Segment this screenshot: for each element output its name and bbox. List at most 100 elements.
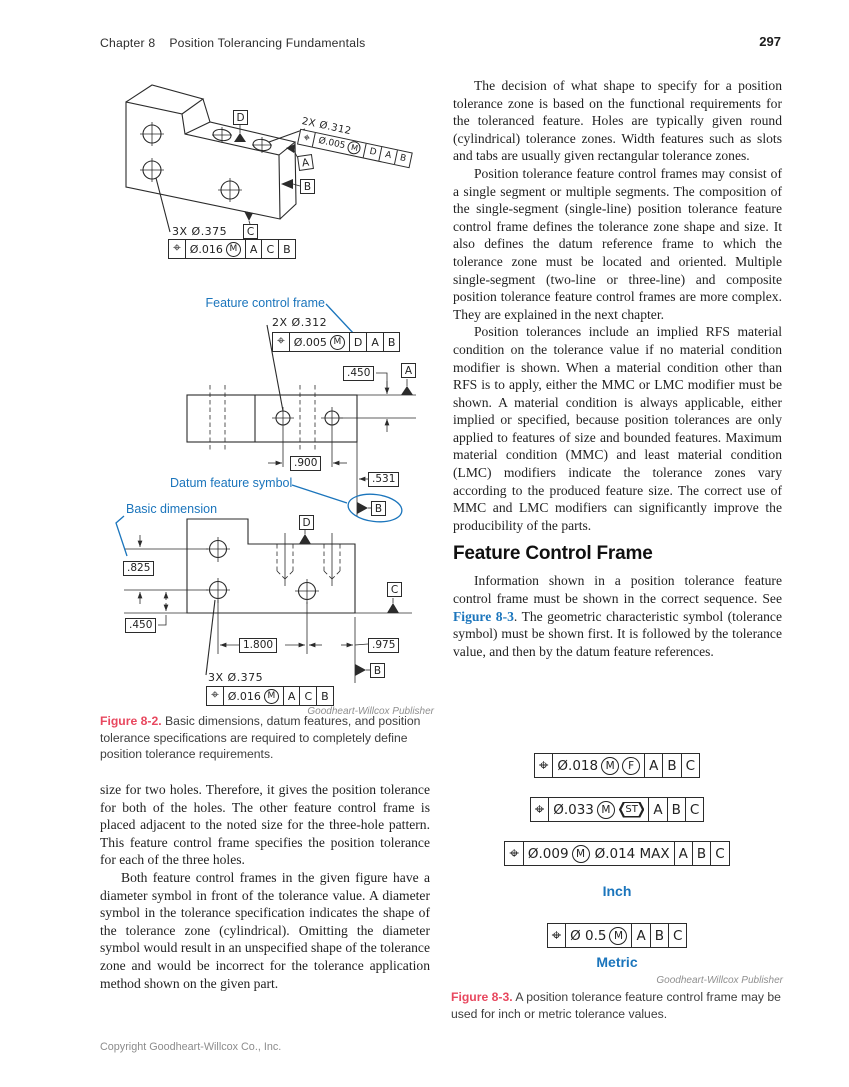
- inch-label: Inch: [602, 883, 632, 899]
- position-symbol: ⌖: [277, 333, 285, 350]
- datum-ref-1: A: [282, 687, 300, 705]
- figure-8-3-reference: Figure 8-3: [453, 608, 514, 624]
- dim-1800: 1.800: [239, 638, 278, 653]
- figure-8-2-caption: Figure 8-2. Basic dimensions, datum feat…: [100, 713, 432, 763]
- mmc-modifier-icon: M: [329, 334, 345, 350]
- statistical-tolerance-text: ST: [621, 803, 642, 816]
- dim-450-top: .450: [343, 366, 375, 381]
- free-state-modifier-icon: F: [622, 756, 641, 775]
- datum-ref-3: C: [667, 924, 686, 947]
- left-column-text: size for two holes. Therefore, it gives …: [100, 781, 430, 992]
- datum-ref-2: C: [299, 687, 316, 705]
- datum-ref-2: B: [649, 924, 668, 947]
- tolerance-value: Ø.016: [189, 242, 223, 256]
- publisher-credit-2: Goodheart-Willcox Publisher: [656, 975, 783, 986]
- datum-flag-b: B: [370, 663, 385, 678]
- mmc-modifier-icon: M: [225, 241, 241, 257]
- label-datum-feature-symbol: Datum feature symbol: [170, 476, 293, 490]
- mmc-modifier-icon: M: [571, 844, 590, 863]
- publisher-credit: Goodheart-Willcox Publisher: [307, 706, 434, 717]
- label-feature-control-frame: Feature control frame: [205, 296, 326, 310]
- datum-ref-2: C: [261, 240, 278, 258]
- datum-ref-1: A: [244, 240, 262, 258]
- dim-450-bottom: .450: [125, 618, 157, 633]
- datum-ref-2: B: [662, 754, 680, 777]
- position-symbol: ⌖: [173, 240, 181, 257]
- tolerance-value: Ø.016: [227, 689, 261, 703]
- datum-ref-1: A: [644, 754, 662, 777]
- para4-pre: Information shown in a position toleranc…: [453, 573, 782, 607]
- datum-ref-2: B: [691, 842, 710, 865]
- dim-531: .531: [368, 472, 400, 487]
- figure-8-2-label: Figure 8-2.: [100, 714, 162, 728]
- section-heading: Feature Control Frame: [453, 543, 653, 565]
- datum-flag-c-iso: C: [243, 224, 258, 239]
- datum-ref-2: A: [366, 333, 383, 351]
- dim-900: .900: [290, 456, 322, 471]
- figure-8-2-caption-text: Basic dimensions, datum features, and po…: [100, 714, 421, 762]
- mmc-modifier-icon: M: [263, 688, 279, 704]
- dim-975: .975: [368, 638, 400, 653]
- figure-8-3-label: Figure 8-3.: [451, 990, 513, 1004]
- right-paragraph-4: Information shown in a position toleranc…: [453, 572, 782, 660]
- tolerance-value: Ø.005: [293, 335, 327, 349]
- tolerance-value: Ø.033: [553, 801, 594, 818]
- datum-flag-b-iso: B: [300, 179, 315, 194]
- page-number: 297: [759, 34, 781, 49]
- front-view: [115, 484, 412, 683]
- datum-ref-3: C: [710, 842, 728, 865]
- datum-flag-c: C: [387, 582, 402, 597]
- datum-flag-b-circled: B: [371, 501, 386, 516]
- callout-3x-text: 3X Ø.375: [208, 671, 264, 684]
- datum-ref-3: B: [393, 149, 412, 167]
- right-column-text: The decision of what shape to specify fo…: [453, 77, 782, 660]
- datum-flag-a-iso: A: [297, 154, 314, 171]
- para4-post: . The geometric characteristic symbol (t…: [453, 608, 782, 659]
- tolerance-value: Ø 0.5: [570, 927, 607, 944]
- mmc-modifier-icon: M: [596, 800, 615, 819]
- datum-flag-a: A: [401, 363, 416, 378]
- isometric-view: [125, 84, 306, 233]
- datum-flag-d-iso: D: [233, 110, 248, 125]
- datum-ref-1: A: [648, 798, 666, 821]
- statistical-tolerance-icon: ST: [618, 801, 645, 818]
- position-symbol: ⌖: [534, 799, 545, 820]
- tolerance-value: Ø.018: [557, 757, 599, 774]
- dim-825: .825: [123, 561, 155, 576]
- datum-ref-1: D: [348, 333, 366, 351]
- right-paragraph-1: The decision of what shape to specify fo…: [453, 78, 782, 164]
- left-paragraph-2: Both feature control frames in the given…: [100, 869, 430, 991]
- side-view: [186, 303, 416, 523]
- datum-ref-3: B: [278, 240, 295, 258]
- tolerance-value: Ø.005: [317, 135, 347, 151]
- mmc-modifier-icon: M: [346, 140, 363, 156]
- datum-ref-1: A: [631, 924, 649, 947]
- right-paragraph-3: Position tolerances include an implied R…: [453, 324, 782, 533]
- position-symbol: ⌖: [509, 843, 519, 864]
- datum-ref-1: A: [673, 842, 692, 865]
- figure-8-2-linework: [115, 84, 416, 683]
- figure-8-3-caption-text: A position tolerance feature control fra…: [451, 990, 781, 1021]
- callout-3x-text-iso: 3X Ø.375: [172, 225, 228, 238]
- mmc-modifier-icon: M: [609, 926, 628, 945]
- position-symbol: ⌖: [551, 925, 562, 946]
- chapter-number: Chapter 8: [100, 36, 156, 50]
- position-symbol: ⌖: [211, 687, 219, 704]
- tolerance-value: Ø.009: [527, 845, 569, 862]
- callout-2x-text: 2X Ø.312: [272, 316, 328, 329]
